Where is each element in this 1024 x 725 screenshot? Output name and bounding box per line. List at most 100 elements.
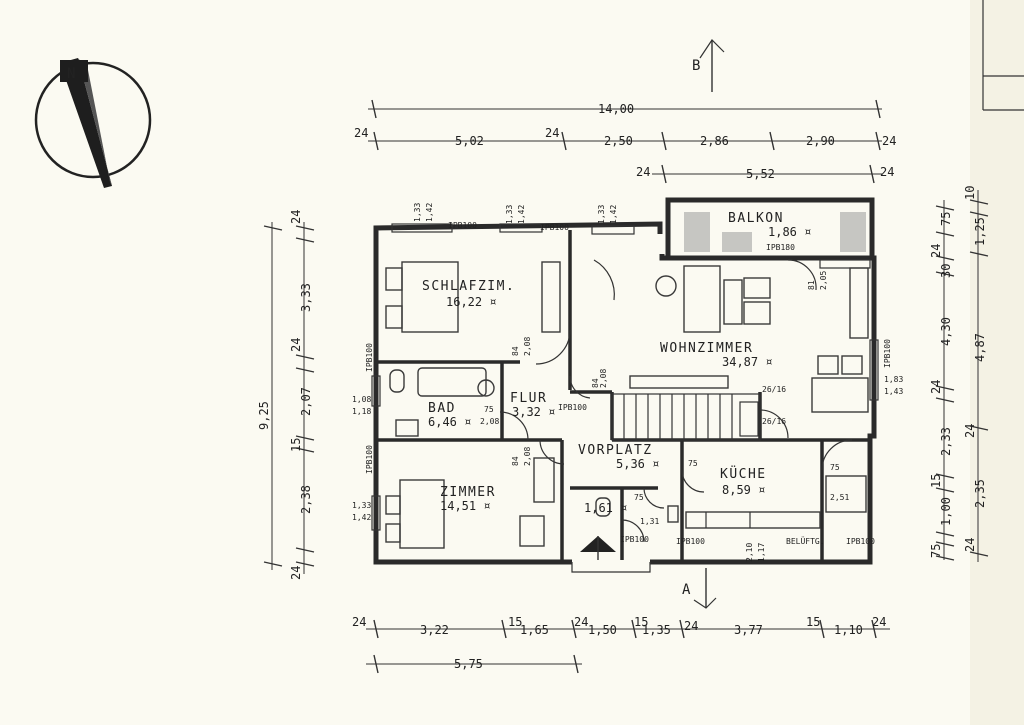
dim-bot-12: 24 (872, 615, 886, 629)
dim-top-r2-1: 5,02 (455, 134, 484, 148)
beam-1: IPB100 (448, 221, 477, 230)
bench (629, 375, 729, 389)
dim-bot-1: 3,22 (420, 623, 449, 637)
dim-right-i-1: 24 (929, 244, 943, 258)
dim-bot-3: 1,65 (520, 623, 549, 637)
height-29: 75 (634, 493, 644, 502)
dim-top-r3-1: 5,52 (746, 167, 775, 181)
paper-shade (970, 0, 1024, 725)
height-5: 1,33 (597, 205, 606, 224)
bottom-dimensions: 24 3,22 15 1,65 24 1,50 15 1,35 24 3,77 … (352, 615, 890, 674)
height-3: 1,33 (505, 205, 514, 224)
dim-left-2: 24 (289, 338, 303, 352)
dim-left-4: 15 (289, 438, 303, 452)
height-24: 81 (807, 280, 816, 290)
height-7: 1,08 (352, 395, 371, 404)
dim-bot-r2-0: 5,75 (454, 657, 483, 671)
dim-bot-11: 1,10 (834, 623, 863, 637)
room-area-bad: 6,46 ¤ (428, 415, 471, 429)
room-area-zimmer: 14,51 ¤ (440, 499, 491, 513)
dim-left-1: 3,33 (299, 283, 313, 312)
sofa (683, 265, 721, 333)
height-12: 1,43 (884, 387, 903, 396)
dim-left-3: 2,07 (299, 387, 313, 416)
furniture (385, 212, 869, 549)
height-18: 2,08 (523, 447, 532, 466)
entrance-arrow-icon (580, 536, 616, 560)
height-20: 1,31 (640, 517, 659, 526)
height-21: 2,10 (745, 543, 754, 562)
kitchen-counter (685, 511, 821, 529)
washbasin (395, 419, 419, 437)
beam-3: IPB180 (766, 243, 795, 252)
staircase (611, 393, 761, 441)
room-labels: SCHLAFZIM. 16,22 ¤ WOHNZIMMER 34,87 ¤ BA… (422, 211, 811, 515)
height-6: 1,42 (609, 205, 618, 224)
height-28: 75 (830, 463, 840, 472)
bed-schlafzimmer (401, 261, 459, 333)
room-name-flur: FLUR (510, 391, 547, 406)
height-2: 1,42 (425, 203, 434, 222)
height-16: 2,08 (480, 417, 499, 426)
beam-9: IPB100 (676, 537, 705, 546)
section-marker-a: A (682, 568, 717, 609)
height-15: 75 (484, 405, 494, 414)
annotations: IPB100 IPB100 IPB180 IPB100 IPB100 IPB10… (352, 203, 903, 562)
room-name-bad: BAD (428, 401, 456, 416)
ventilation-label: BELÜFTG. (786, 536, 825, 546)
dim-top-r2-0: 24 (354, 126, 368, 140)
height-13: 84 (511, 346, 520, 356)
dim-bot-4: 24 (574, 615, 588, 629)
height-30: 84 (591, 378, 600, 388)
right-dimensions: 10 1,25 4,87 2,35 75 24 30 4,30 24 2,33 … (929, 186, 989, 562)
dim-right-o-2: 4,87 (973, 333, 987, 362)
height-11: 1,83 (884, 375, 903, 384)
dim-right-i-9: 75 (929, 544, 943, 558)
room-name-zimmer: ZIMMER (440, 485, 496, 500)
dim-right-i-4: 24 (929, 380, 943, 394)
dim-left-6: 24 (289, 566, 303, 580)
dim-right-i-5: 2,33 (939, 427, 953, 456)
room-name-kueche: KÜCHE (720, 465, 767, 482)
section-a-label: A (682, 582, 691, 598)
bathtub (417, 367, 487, 397)
dim-top-r2-5: 2,90 (806, 134, 835, 148)
section-b-label: B (692, 58, 700, 74)
beam-8: IPB100 (620, 535, 649, 544)
room-name-balkon: BALKON (728, 211, 784, 226)
beam-5: IPB100 (365, 445, 374, 474)
section-marker-b: B (692, 39, 725, 92)
dim-top-total: 14,00 (598, 102, 634, 116)
room-name-schlafzimmer: SCHLAFZIM. (422, 279, 515, 294)
dim-bot-0: 24 (352, 615, 366, 629)
beam-10: IPB100 (846, 537, 875, 546)
dim-right-i-10: 24 (963, 538, 977, 552)
dim-bot-5: 1,50 (588, 623, 617, 637)
height-4: 1,42 (517, 205, 526, 224)
dim-left-total: 9,25 (257, 401, 271, 430)
dim-right-o-1: 1,25 (973, 217, 987, 246)
beam-6: IPB100 (883, 339, 892, 368)
dim-right-i-2: 30 (939, 264, 953, 278)
dim-bot-8: 24 (684, 619, 698, 633)
dim-right-i-6: 24 (963, 424, 977, 438)
sideboard (849, 267, 869, 339)
height-17: 84 (511, 456, 520, 466)
height-8: 1,18 (352, 407, 371, 416)
dim-bot-9: 3,77 (734, 623, 763, 637)
height-19: 2,51 (830, 493, 849, 502)
dim-bot-6: 15 (634, 615, 648, 629)
toilet (389, 369, 405, 393)
bed-zimmer (399, 479, 445, 549)
height-25: 26/16 (762, 385, 786, 394)
dim-top-r2-4: 2,86 (700, 134, 729, 148)
height-9: 1,33 (352, 501, 371, 510)
room-area-wohnzimmer: 34,87 ¤ (722, 355, 773, 369)
room-area-wc: 1,61 ¤ (584, 501, 627, 515)
dim-right-i-3: 4,30 (939, 317, 953, 346)
left-dimensions: 9,25 24 3,33 24 2,07 15 2,38 24 (257, 210, 315, 580)
height-23: 2,05 (819, 271, 828, 290)
wardrobe-schlafzimmer (541, 261, 561, 333)
dim-right-i-7: 15 (929, 474, 943, 488)
